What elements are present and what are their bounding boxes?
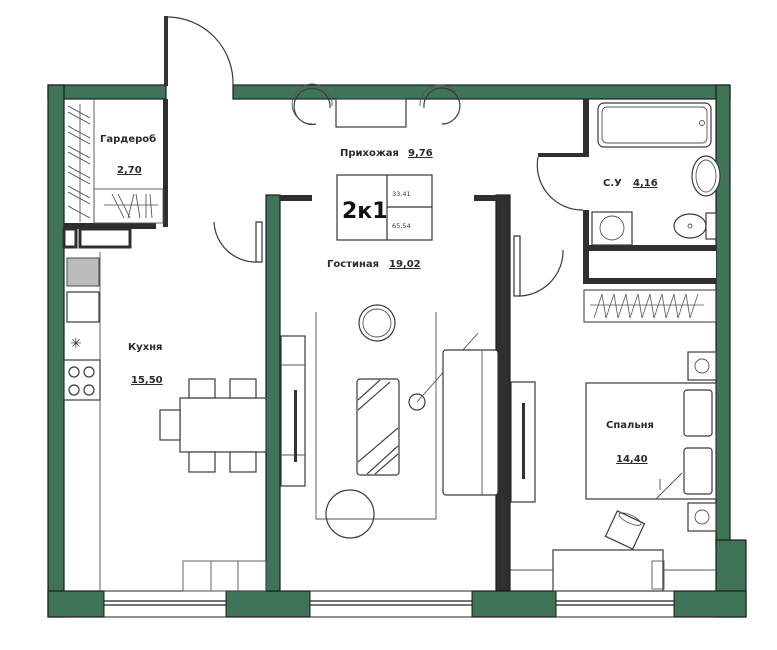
room-name-kitchen: Кухня xyxy=(128,342,162,353)
room-name-bathroom: С.У xyxy=(603,178,622,189)
entrance-door xyxy=(164,16,234,86)
room-area-bathroom: 4,16 xyxy=(633,178,658,189)
sink-icon xyxy=(66,257,100,287)
washing-machine-icon xyxy=(591,211,633,246)
room-area-hallway: 9,76 xyxy=(408,148,433,159)
closet-shelf xyxy=(583,289,717,323)
room-name-wardrobe: Гардероб xyxy=(100,133,156,145)
coffee-table-icon xyxy=(356,378,400,476)
wardrobe-fixtures xyxy=(67,99,164,224)
nightstand-icon xyxy=(687,502,717,532)
bathroom-fixtures xyxy=(591,102,721,246)
room-area-bedroom: 14,40 xyxy=(616,454,648,465)
sink-icon xyxy=(691,155,721,197)
room-name-hallway: Прихожая xyxy=(340,148,399,159)
stove-icon xyxy=(63,359,101,401)
armchair-icon xyxy=(325,489,375,539)
nightstand-icon xyxy=(687,351,717,381)
toilet-icon xyxy=(673,213,707,239)
apartment-type-label: 2к1 xyxy=(342,199,388,224)
desk-chair-icon xyxy=(604,510,646,550)
living-area-value: 33,41 xyxy=(392,190,411,198)
interior-walls xyxy=(62,99,716,284)
room-area-living: 19,02 xyxy=(389,259,421,270)
hood-icon: ✳ xyxy=(70,336,82,352)
total-area-value: 65,54 xyxy=(392,222,411,230)
desk-icon xyxy=(552,549,664,592)
apartment-type-badge: 2к1 33,41 65,54 xyxy=(336,174,433,241)
dining-table-icon xyxy=(179,397,267,453)
exterior-walls xyxy=(47,84,747,618)
rug-icon xyxy=(315,312,437,520)
room-name-bedroom: Спальня xyxy=(606,420,654,431)
room-area-kitchen: 15,50 xyxy=(131,375,163,386)
hallway-fixtures xyxy=(213,83,584,297)
living-room-fixtures xyxy=(280,304,499,539)
bedroom-fixtures xyxy=(510,351,717,592)
sofa-icon xyxy=(442,349,499,496)
pouf-icon xyxy=(358,304,396,342)
kitchen-fixtures: ✳ xyxy=(63,252,267,592)
tv-cabinet-icon xyxy=(280,335,306,487)
room-area-wardrobe: 2,70 xyxy=(117,165,142,176)
windows xyxy=(103,590,675,618)
bathtub-icon xyxy=(597,102,712,148)
room-name-living: Гостиная xyxy=(327,259,379,270)
room-labels: Гардероб 2,70 Прихожая 9,76 С.У 4,16 Гос… xyxy=(100,133,658,465)
